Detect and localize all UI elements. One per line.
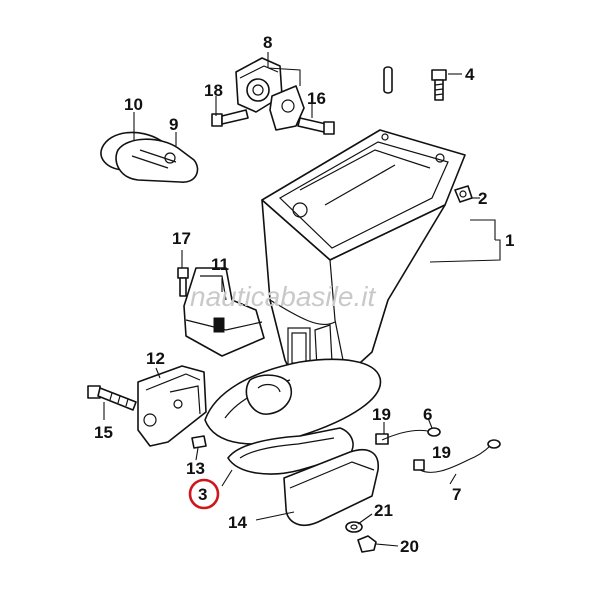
callout-20: 20: [400, 537, 419, 556]
lead-wire-6-part: [381, 427, 441, 441]
watermark-text: nauticabasile.it: [190, 281, 376, 312]
bolt-17-part: [177, 267, 189, 297]
callout-3: 3: [198, 485, 207, 504]
bolt-4-part: [431, 69, 447, 101]
skeg-14-part: [283, 448, 379, 526]
callout-1: 1: [505, 231, 514, 250]
bracket-8-part: [235, 57, 305, 131]
bracket-11-part: [183, 267, 265, 357]
callout-16: 16: [307, 89, 326, 108]
callout-9: 9: [169, 115, 178, 134]
callout-13: 13: [186, 459, 205, 478]
nut-20-part: [357, 535, 377, 553]
dowel-pin-part: [383, 66, 393, 94]
screw-19a-part: [375, 433, 389, 445]
callout-6: 6: [423, 405, 432, 424]
screw-19b-part: [413, 459, 425, 471]
bolt-18-part: [211, 109, 249, 127]
callout-14: 14: [228, 513, 247, 532]
callout-21: 21: [374, 501, 393, 520]
callout-17: 17: [172, 229, 191, 248]
pin-13-part: [191, 435, 207, 449]
upper-casing-part: [204, 129, 466, 445]
callout-19b: 19: [432, 443, 451, 462]
callout-12: 12: [146, 349, 165, 368]
mount-12-part: [137, 365, 207, 447]
callout-15: 15: [94, 423, 113, 442]
callout-18: 18: [204, 81, 223, 100]
bolt-16-part: [297, 117, 335, 135]
callout-7: 7: [452, 485, 461, 504]
highlight-circle: [188, 478, 220, 510]
lead-wire-7-part: [419, 439, 501, 473]
callout-8: 8: [263, 33, 272, 52]
seal-9-part: [115, 138, 199, 183]
leader-lines: [103, 52, 501, 547]
plug-2-part: [454, 185, 473, 203]
callout-11: 11: [211, 255, 229, 274]
callout-4: 4: [465, 65, 475, 84]
bolt-15-part: [87, 385, 137, 411]
callout-19a: 19: [372, 405, 391, 424]
washer-21-part: [345, 521, 363, 533]
callout-10: 10: [124, 95, 143, 114]
callout-2: 2: [478, 189, 487, 208]
